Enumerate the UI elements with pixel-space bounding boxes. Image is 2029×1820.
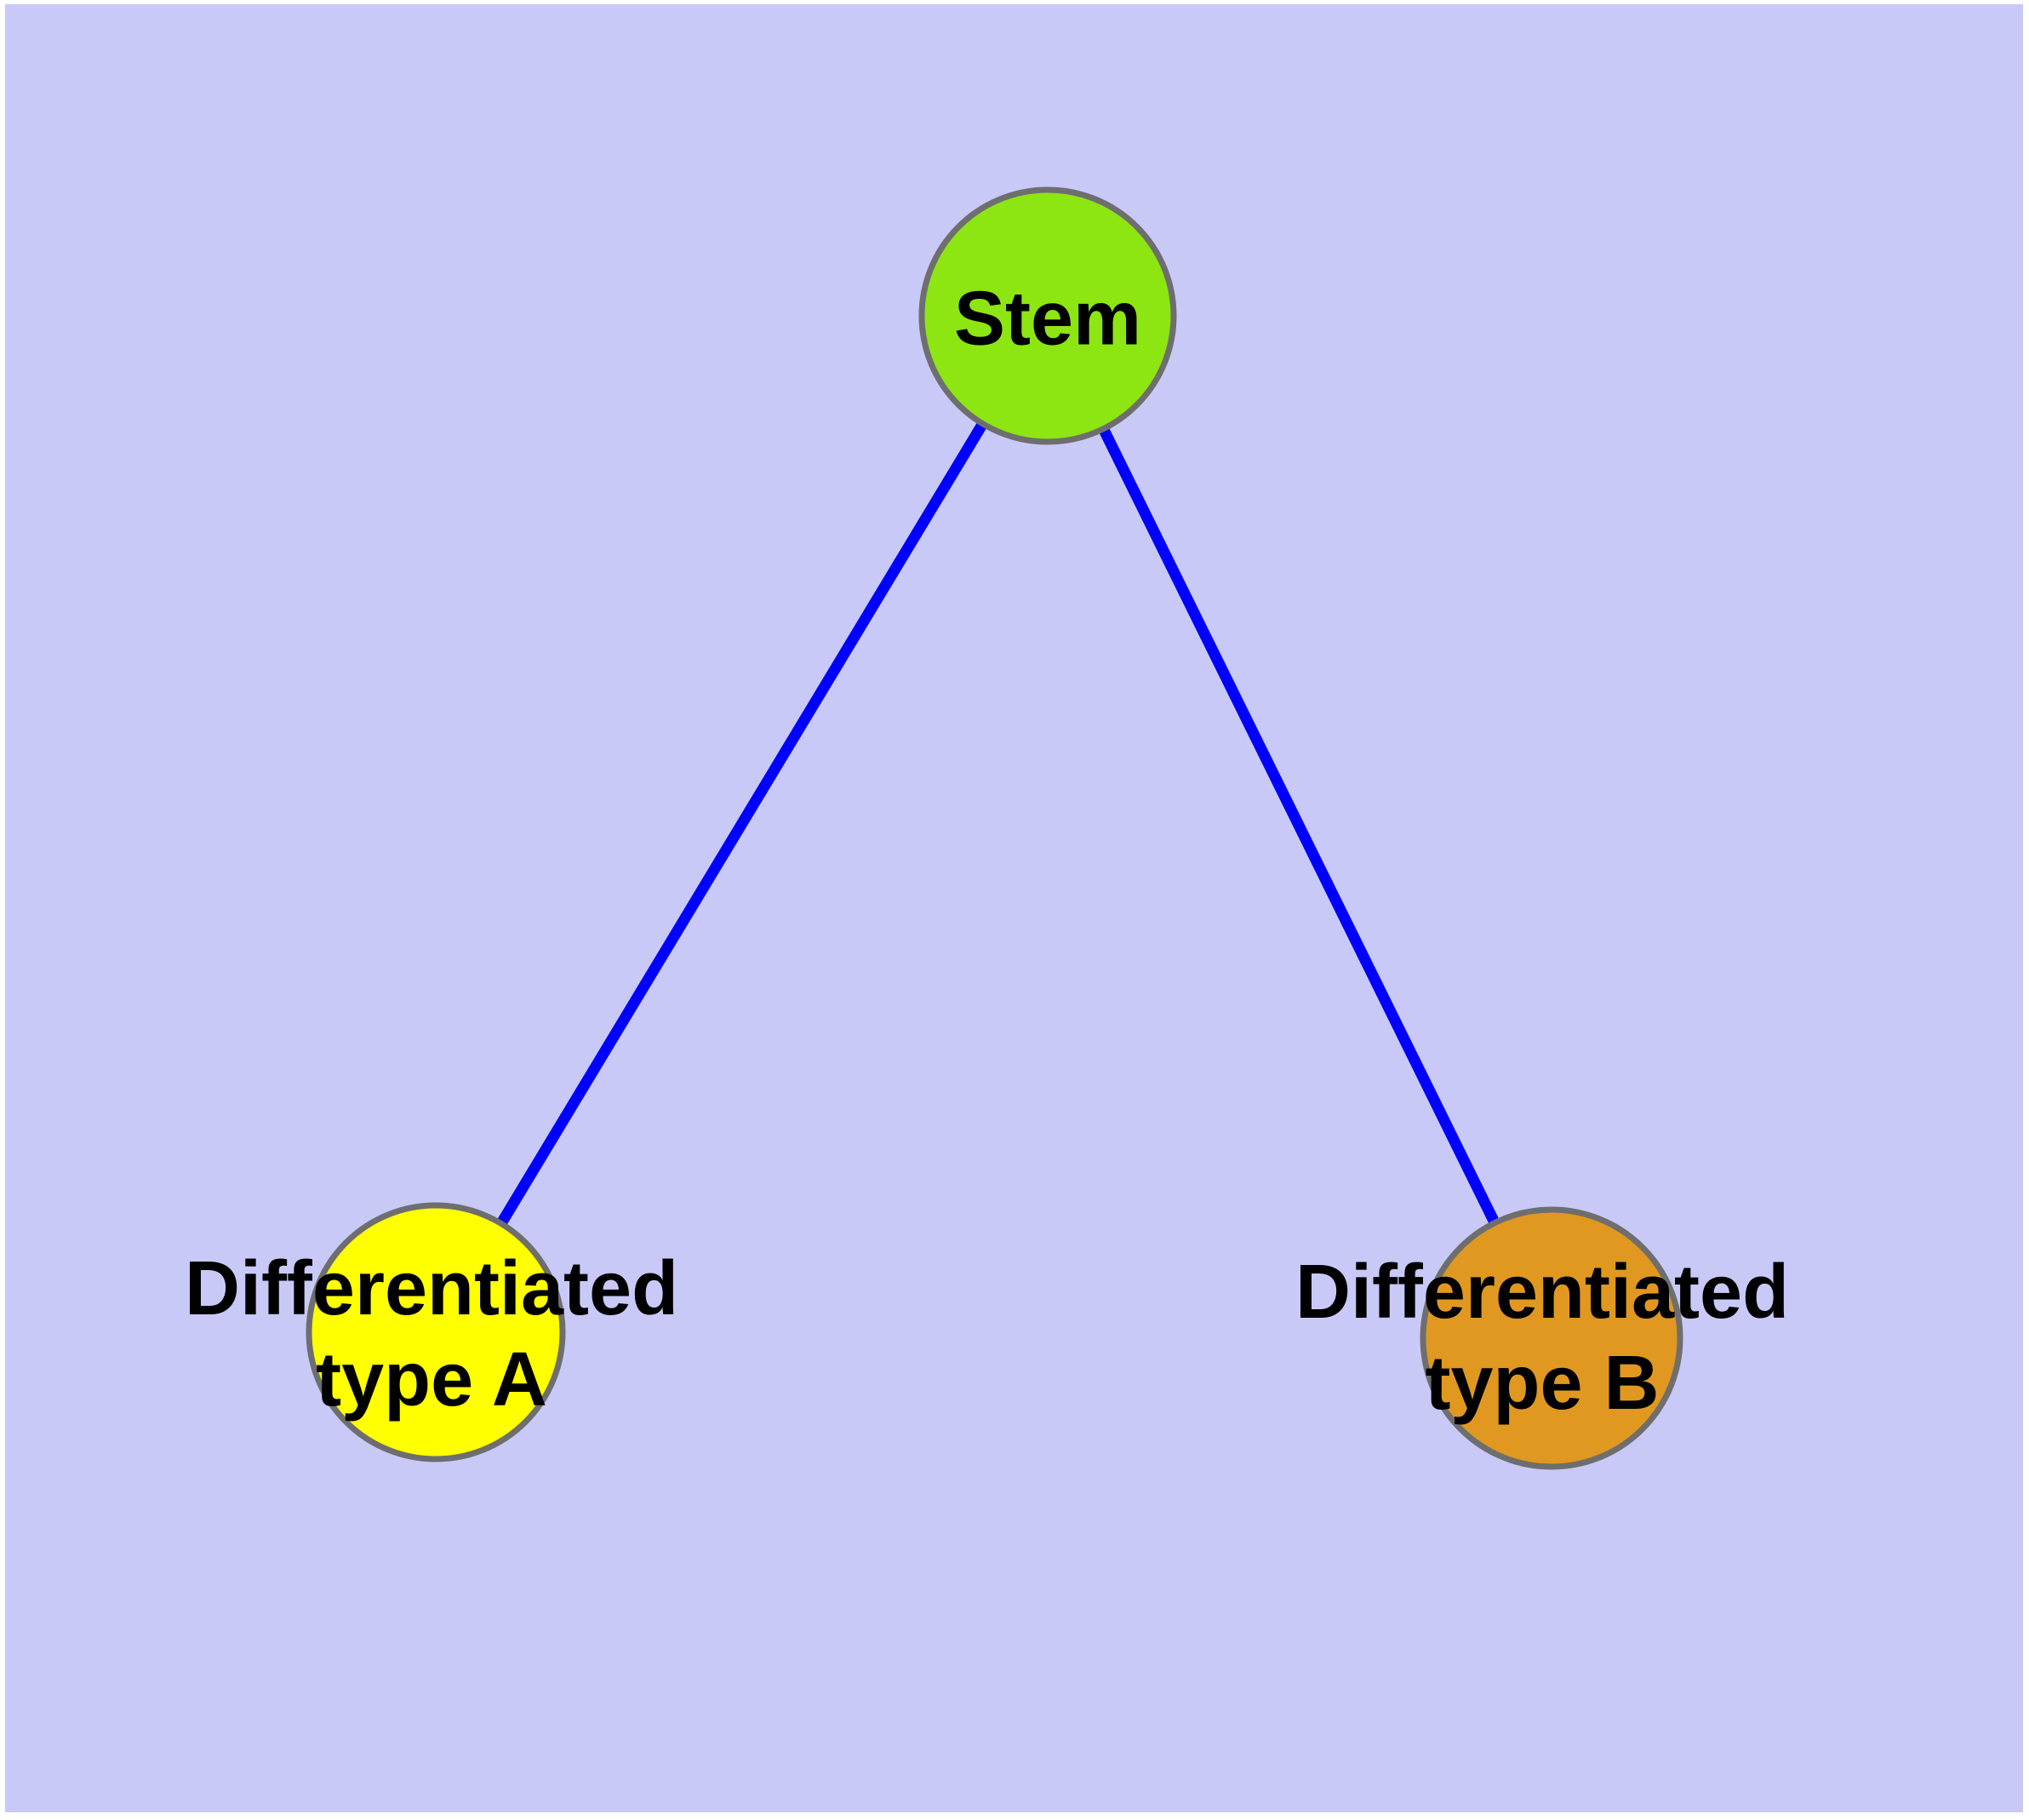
node-differentiated-type-a[interactable]	[306, 1202, 566, 1462]
edge-stem-to-type-a	[431, 312, 1053, 1336]
node-differentiated-type-b[interactable]	[1420, 1206, 1683, 1470]
node-stem[interactable]	[918, 186, 1177, 445]
edge-stem-to-type-b	[1043, 313, 1557, 1341]
